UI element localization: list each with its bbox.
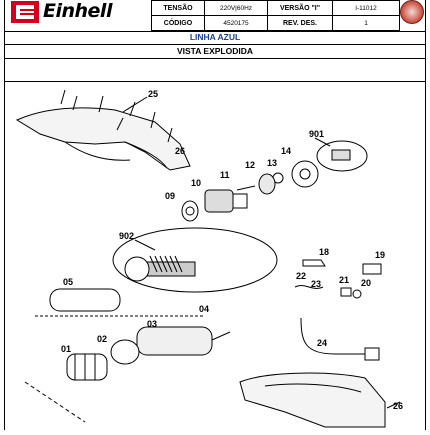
- part-label-01: 01: [61, 344, 71, 354]
- housing-grip-line: [64, 141, 131, 161]
- part-label-05: 05: [63, 277, 73, 287]
- spec-value: 1: [332, 15, 400, 31]
- spec-label: VERSÃO "I": [267, 0, 333, 16]
- part-label-26: 26: [175, 146, 185, 156]
- part-label-14: 14: [281, 146, 291, 156]
- part-label-11: 11: [220, 170, 230, 180]
- spec-row: CÓDIGO 4520175 REV. DES. 1: [151, 15, 400, 31]
- part-label-20: 20: [361, 278, 371, 288]
- part-label-12: 12: [245, 160, 255, 170]
- part-label-902: 902: [119, 231, 134, 241]
- part-label-04: 04: [199, 304, 209, 314]
- part-label-24: 24: [317, 338, 327, 348]
- certification-seal-icon: [400, 0, 424, 24]
- housing-handle-line: [124, 141, 168, 169]
- exploded-view-diagram: 25 26 901 14 13 12 11 10 09 902 18 19 22…: [5, 82, 425, 430]
- housing-top-shape: [15, 107, 191, 171]
- spec-label: REV. DES.: [267, 15, 333, 31]
- exploded-view-svg: 25 26 901 14 13 12 11 10 09 902 18 19 22…: [15, 89, 403, 428]
- spec-label: CÓDIGO: [151, 15, 205, 31]
- part-label-901: 901: [309, 129, 324, 139]
- spacer-row: [5, 59, 425, 82]
- brand-name: Einhell: [43, 0, 112, 22]
- part-label-26-bottom: 26: [393, 401, 403, 411]
- part-label-25: 25: [148, 89, 158, 99]
- spec-value: I-11012: [332, 0, 400, 16]
- part-label-10: 10: [191, 178, 201, 188]
- part-label-21: 21: [339, 275, 349, 285]
- brand-logo: Einhell: [9, 0, 144, 27]
- part-label-13: 13: [267, 158, 277, 168]
- part-label-02: 02: [97, 334, 107, 344]
- spec-value: 4520175: [204, 15, 268, 31]
- spec-value: 220V|60Hz: [204, 0, 268, 16]
- part-label-19: 19: [375, 250, 385, 260]
- part-label-09: 09: [165, 191, 175, 201]
- part-label-03: 03: [147, 319, 157, 329]
- part-label-23: 23: [311, 279, 321, 289]
- document-sheet: Einhell TENSÃO 220V|60Hz VERSÃO "I" I-11…: [4, 0, 426, 430]
- spec-label: TENSÃO: [151, 0, 205, 16]
- spec-table: TENSÃO 220V|60Hz VERSÃO "I" I-11012 CÓDI…: [151, 0, 400, 31]
- part-label-18: 18: [319, 247, 329, 257]
- section-title: VISTA EXPLODIDA: [5, 45, 425, 59]
- part-label-22: 22: [296, 271, 306, 281]
- part-labels: 25 26 901 14 13 12 11 10 09 902 18 19 22…: [61, 89, 403, 411]
- spec-row: TENSÃO 220V|60Hz VERSÃO "I" I-11012: [151, 0, 400, 16]
- logo-mark-icon: [11, 1, 39, 23]
- line-title: LINHA AZUL: [5, 31, 425, 45]
- header: Einhell TENSÃO 220V|60Hz VERSÃO "I" I-11…: [5, 0, 425, 32]
